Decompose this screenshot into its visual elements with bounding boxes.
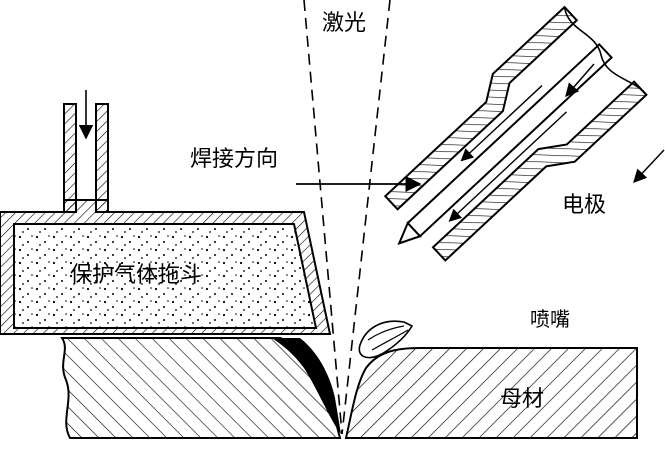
electrode-tip [397,221,422,245]
label-nozzle: 喷嘴 [530,307,570,331]
label-shielding-gas-trailer: 保护气体拖斗 [70,263,202,288]
nozzle-wall-left [383,5,579,211]
torch-gas-inlet-arrow-top [565,63,595,98]
tig-torch [383,5,648,262]
label-base-metal: 母材 [500,387,544,412]
torch-gas-inlet-arrow-right [633,149,665,183]
laser-beam [303,0,391,435]
arc-plume-outline [358,320,414,359]
torch-cutoff-curve [563,6,648,96]
gas-flow-arrow-right [448,111,568,222]
weld-keyhole [272,338,341,434]
trailer-porous-filler [14,224,316,328]
laser-beam-left-edge [303,0,343,435]
shielding-gas-trailer [0,90,332,335]
gas-flow-arrow-left [460,85,543,162]
label-welding-direction: 焊接方向 [190,147,278,172]
gas-tube-right-wall [95,103,109,213]
label-laser: 激光 [322,11,366,36]
laser-beam-right-edge [341,0,391,435]
base-metal [60,337,638,439]
label-electrode: 电极 [562,193,606,218]
arc-plume [358,320,414,359]
base-metal-right-plate [344,347,638,439]
gas-tube-left-wall [63,103,77,213]
nozzle-wall-right [431,80,648,262]
